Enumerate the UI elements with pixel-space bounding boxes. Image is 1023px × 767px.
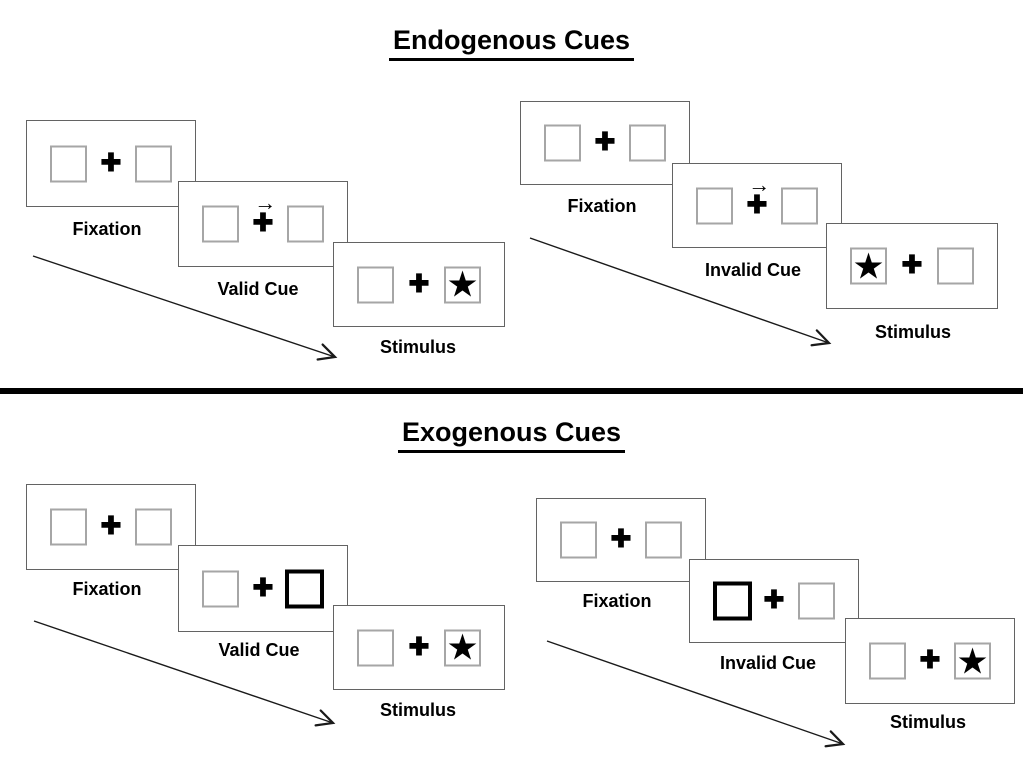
fixation-cross-icon: ✚: [252, 209, 274, 237]
fixation-panel: ✚: [26, 484, 196, 570]
fixation-cross-icon: ✚: [100, 148, 122, 177]
left-box: [560, 521, 597, 559]
right-box: [798, 582, 835, 620]
left-box: [357, 629, 394, 666]
panel-label: Stimulus: [874, 322, 951, 342]
panel-label: Stimulus: [889, 712, 966, 732]
left-box: [869, 642, 906, 680]
left-box: [50, 145, 87, 182]
timeline-arrow: [529, 237, 832, 347]
right-box-highlighted: [285, 569, 324, 608]
right-box: [629, 124, 666, 162]
fixation-cross-icon: ✚: [408, 632, 430, 661]
endogenous-section-title: Endogenous Cues: [0, 24, 1023, 61]
fixation-panel: ✚: [26, 120, 196, 207]
valid-cue-panel: → ✚: [178, 181, 348, 267]
section-divider: [0, 388, 1023, 394]
panel-label: Valid Cue: [218, 640, 300, 660]
panel-label: Fixation: [72, 579, 142, 599]
fixation-panel: ✚: [520, 101, 690, 185]
star-icon: ★: [446, 263, 479, 305]
fixation-cross-icon: ✚: [100, 512, 122, 540]
stimulus-panel: ✚ ★: [333, 605, 505, 690]
star-icon: ★: [446, 626, 479, 668]
right-box: [781, 187, 818, 224]
invalid-cue-panel: ✚: [689, 559, 859, 643]
panel-label: Stimulus: [379, 700, 456, 720]
right-box: [287, 205, 324, 243]
fixation-cross-icon: ✚: [610, 525, 632, 553]
left-box: [202, 205, 239, 243]
fixation-cross-icon: ✚: [763, 586, 785, 614]
star-icon: ★: [852, 245, 885, 286]
valid-cue-panel: ✚: [178, 545, 348, 632]
right-arrow-icon: →: [748, 172, 771, 197]
stimulus-panel: ✚ ★: [845, 618, 1015, 704]
star-icon: ★: [956, 640, 989, 681]
left-box: [544, 124, 581, 162]
timeline-arrow: [33, 620, 336, 727]
timeline-arrow: [546, 640, 846, 748]
stimulus-panel: ★ ✚: [826, 223, 998, 309]
right-box: [135, 145, 172, 182]
left-box: [50, 508, 87, 546]
right-box: [645, 521, 682, 559]
left-box: [202, 570, 239, 607]
right-box: ★: [444, 629, 481, 666]
panel-label: Invalid Cue: [719, 653, 817, 673]
exogenous-section-title: Exogenous Cues: [0, 416, 1023, 453]
panel-label: Invalid Cue: [704, 260, 802, 280]
left-box: ★: [850, 245, 887, 286]
right-arrow-icon: →: [254, 190, 277, 215]
fixation-cross-icon: ✚: [594, 128, 616, 156]
right-box: ★: [954, 640, 991, 681]
fixation-cross-icon: ✚: [919, 646, 941, 674]
panel-label: Valid Cue: [217, 279, 299, 299]
fixation-cross-icon: ✚: [408, 269, 430, 298]
stimulus-panel: ✚ ★: [333, 242, 505, 327]
left-box: [696, 187, 733, 224]
section-title-text: Endogenous Cues: [388, 24, 634, 61]
panel-label: Stimulus: [379, 337, 456, 357]
left-box: [357, 266, 394, 303]
fixation-cross-icon: ✚: [252, 573, 274, 602]
fixation-cross-icon: ✚: [746, 190, 768, 219]
fixation-cross-icon: ✚: [901, 251, 923, 279]
panel-label: Fixation: [567, 196, 637, 216]
section-title-text: Exogenous Cues: [397, 416, 626, 453]
panel-label: Fixation: [582, 591, 652, 611]
right-box: ★: [444, 266, 481, 303]
right-box: [937, 247, 974, 285]
timeline-arrow: [32, 255, 338, 361]
panel-label: Fixation: [72, 219, 142, 239]
invalid-cue-panel: → ✚: [672, 163, 842, 248]
right-box: [135, 508, 172, 546]
left-box-highlighted: [713, 581, 752, 621]
fixation-panel: ✚: [536, 498, 706, 582]
